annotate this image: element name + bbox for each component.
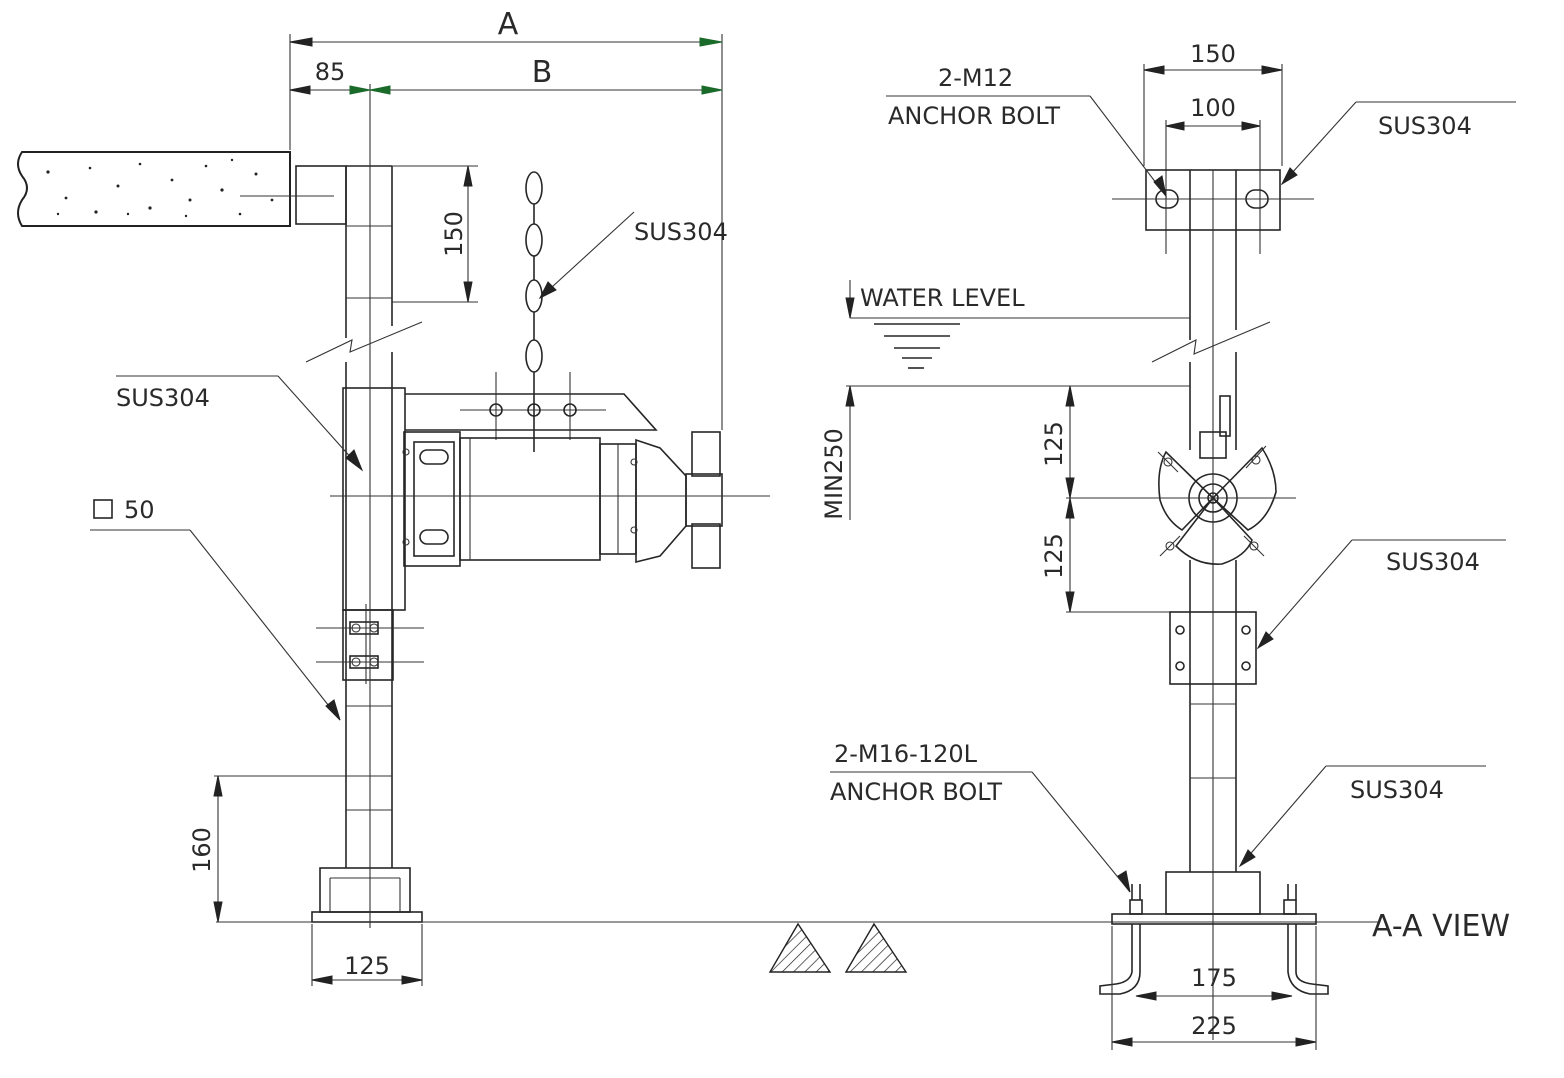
side-view: A 85 B 150 SUS304 xyxy=(17,7,1380,986)
dim-150-vertical: 150 xyxy=(392,165,478,303)
sus-mid-right-callout: SUS304 xyxy=(1256,539,1506,650)
dim-85-label: 85 xyxy=(315,58,346,86)
water-level: WATER LEVEL xyxy=(845,280,1190,369)
dim-125-base-label: 125 xyxy=(344,952,390,980)
dim-175-label: 175 xyxy=(1191,964,1237,992)
dim-125-lower-label: 125 xyxy=(1040,533,1068,579)
sus-mid-right-label: SUS304 xyxy=(1386,548,1480,576)
dim-125-upper-label: 125 xyxy=(1040,421,1068,467)
sus-chain-callout: SUS304 xyxy=(538,211,728,300)
dim-min250: MIN250 xyxy=(820,385,1190,520)
aa-base xyxy=(1111,871,1317,925)
sus-bottom-right-callout: SUS304 xyxy=(1238,765,1486,868)
anchor-bolt-bottom-label: ANCHOR BOLT xyxy=(830,778,1002,806)
dim-a: A xyxy=(289,7,723,430)
break-line-left xyxy=(305,321,423,363)
dim-b-label: B xyxy=(532,55,553,90)
min250-label: MIN250 xyxy=(820,428,848,520)
sus-left-label: SUS304 xyxy=(116,384,210,412)
dim-225-label: 225 xyxy=(1191,1012,1237,1040)
aa-column xyxy=(1189,170,1237,1040)
sus-top-right-callout: SUS304 xyxy=(1280,101,1516,186)
guide-pipe-upper xyxy=(345,165,393,338)
m16-callout: 2-M16-120L ANCHOR BOLT xyxy=(830,740,1131,893)
dim-150-top-label: 150 xyxy=(1190,40,1236,68)
sus-chain-label: SUS304 xyxy=(634,218,728,246)
dim-125-vertical-pair: 125 125 xyxy=(1040,385,1190,613)
dim-225: 225 xyxy=(1111,926,1317,1050)
mixer-motor xyxy=(402,431,723,569)
sus-bottom-right-label: SUS304 xyxy=(1350,776,1444,804)
m12-label: 2-M12 xyxy=(938,64,1013,92)
m12-callout: 2-M12 ANCHOR BOLT xyxy=(886,64,1167,198)
mounting-plate xyxy=(405,372,658,440)
anchor-bolts xyxy=(1099,884,1329,995)
dim-100-top-label: 100 xyxy=(1190,94,1236,122)
anchor-bolt-top-label: ANCHOR BOLT xyxy=(888,102,1060,130)
dim-160: 160 xyxy=(188,775,346,923)
water-level-label: WATER LEVEL xyxy=(860,284,1025,312)
column-base xyxy=(311,867,423,923)
dim-100-top: 100 xyxy=(1165,94,1261,254)
aa-clamp-plate xyxy=(1169,611,1257,685)
m16-label: 2-M16-120L xyxy=(834,740,978,768)
view-title: A-A VIEW xyxy=(1372,909,1510,944)
concrete-speckle xyxy=(46,158,274,218)
square-50-label: 50 xyxy=(124,496,155,524)
propeller xyxy=(1157,431,1277,565)
aa-view: 150 100 2-M12 ANCHOR BOLT xyxy=(820,40,1516,1050)
sus-left-callout: SUS304 xyxy=(116,375,364,472)
dim-150-top: 150 xyxy=(1143,40,1283,166)
dim-b: 85 B xyxy=(289,55,723,95)
wall-bracket xyxy=(295,165,347,225)
dim-160-label: 160 xyxy=(188,827,216,873)
ground-hatch xyxy=(768,922,908,973)
break-line-right xyxy=(1151,321,1271,363)
square-50-callout: 50 xyxy=(90,496,341,721)
concrete-slab xyxy=(17,151,291,227)
dim-150-left-label: 150 xyxy=(440,211,468,257)
dim-a-label: A xyxy=(498,7,519,42)
dim-125-base: 125 xyxy=(311,924,423,986)
sus-top-right-label: SUS304 xyxy=(1378,112,1472,140)
dim-175: 175 xyxy=(1135,964,1293,1001)
